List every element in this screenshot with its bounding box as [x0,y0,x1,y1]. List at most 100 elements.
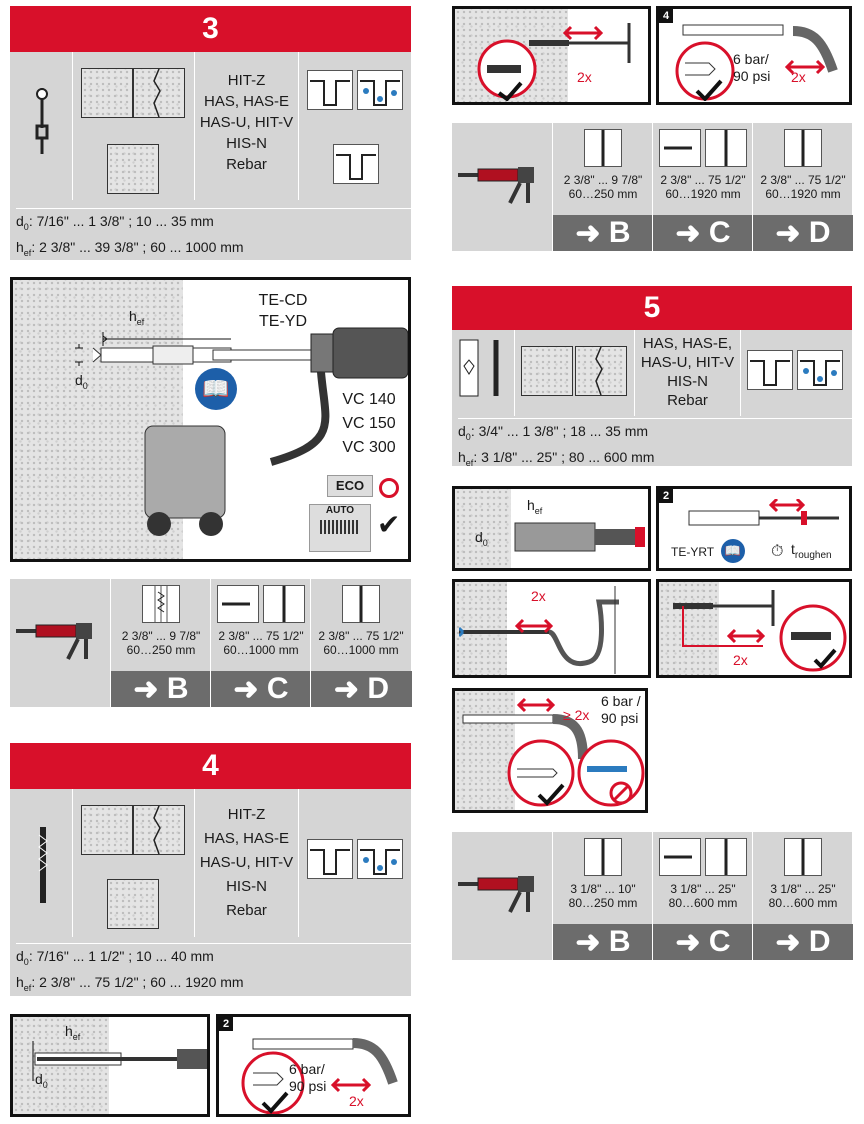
anchor-item: HAS-U, HIT-V [199,114,294,131]
times-label: 2x [733,652,748,668]
range-inch: 3 1/8" ... 25" [770,882,836,896]
go-to-b-button[interactable]: ➜ B [111,671,211,707]
hole-condition-icons [740,330,852,416]
manual-icon: 📖 [721,539,745,563]
dry-hole-icon [333,144,379,184]
core-bit-icon [456,336,512,402]
concrete-block [455,691,515,810]
range-mm: 60…1000 mm [223,643,299,657]
anchor-item: HAS-U, HIT-V [199,854,294,871]
core-concrete-icon [107,144,159,194]
water-hole-icon [357,839,403,879]
range-mm: 60…250 mm [568,187,638,201]
go-to-c-button[interactable]: ➜ C [211,671,311,707]
dispenser-icon [16,621,108,661]
range-inch: 3 1/8" ... 25" [670,882,736,896]
anchor-rod-icon [784,129,822,167]
anchor-item: Rebar [226,156,267,173]
anchor-item: Rebar [667,392,708,409]
hole-condition-icons [298,789,411,937]
d0-label: d0 [75,372,88,391]
disp-col-d: 2 3/8" ... 75 1/2"60…1000 mm ➜ D [310,579,412,707]
go-to-d-button[interactable]: ➜ D [753,215,853,251]
d0-spec: d0: 7/16" ... 1 1/2" ; 10 ... 40 mm [16,948,214,967]
times-label: 2x [791,69,806,85]
roughen-time-label: troughen [791,541,832,561]
anchor-item: HIS-N [667,373,708,390]
sec5-step-4-frame: 4 2x [656,579,852,678]
range-mm: 60…1920 mm [765,187,841,201]
anchor-rod-icon [584,838,622,876]
water-hole-icon [797,350,843,390]
dry-concrete-icon [81,68,133,118]
concrete-block [659,582,719,675]
top-step-3-frame: 3 2x [452,6,651,105]
d0-spec: d0: 3/4" ... 1 3/8" ; 18 ... 35 mm [458,423,649,442]
step-number: 2 [219,1017,233,1031]
air-blow-diagram [675,24,838,101]
sec4-step-1-frame: 1 hef d0 [10,1014,210,1117]
anchor-rod-icon [142,585,180,623]
anchor-list: HIT-Z HAS, HAS-E HAS-U, HIT-V HIS-N Reba… [194,789,298,937]
pressure-label: 6 bar/90 psi [733,51,771,84]
anchor-item: HIT-Z [227,806,266,823]
disp-col-b: 3 1/8" ... 10"80…250 mm ➜ B [552,832,653,960]
drill-diagram [75,327,408,536]
anchor-item: Rebar [226,902,267,919]
air-blow-diagram [241,1038,398,1114]
times-label: 2x [531,588,546,604]
dispenser-icon [458,165,550,205]
spec-text: d0: 7/16" ... 1 3/8" ; 10 ... 35 mm hef:… [16,208,411,263]
sec5-step-3-frame: 3 2x [452,579,651,678]
tool-label: TE-YRT [671,545,715,559]
sec5-step-5-frame: 5 ≥ 2x 6 bar /90 psi [452,688,648,813]
brush-diagram [673,590,847,672]
hef-label: hef [65,1023,81,1042]
anchor-item: HAS, HAS-E [203,93,290,110]
cracked-concrete-icon [133,805,185,855]
range-mm: 80…250 mm [568,896,638,910]
concrete-block [455,489,511,568]
dispenser-table-2: 2 3/8" ... 9 7/8"60…250 mm ➜ B 2 3/8" ..… [452,123,853,251]
hole-condition-icons [298,52,411,200]
drill-diagram [32,1041,207,1081]
go-to-b-button[interactable]: ➜ B [553,215,653,251]
dispenser-table-1: 2 3/8" ... 9 7/8"60…250 mm ➜ B 2 3/8" ..… [10,579,412,707]
core-concrete-icon [107,879,159,929]
tool-name: TE-CD [258,292,308,309]
range-mm: 60…1920 mm [665,187,741,201]
step-number: 2 [659,489,673,503]
go-to-c-button[interactable]: ➜ C [653,215,753,251]
go-to-b-button[interactable]: ➜ B [553,924,653,960]
material-images [72,789,194,937]
prohibited-icon [379,478,399,498]
range-inch: 2 3/8" ... 75 1/2" [218,629,304,643]
disp-col-c: 2 3/8" ... 75 1/2"60…1920 mm ➜ C [652,123,753,251]
eco-badge: ECO [327,475,373,497]
section-5-panel: HAS, HAS-E, HAS-U, HIT-V HIS-N Rebar d0:… [452,330,852,468]
go-to-d-button[interactable]: ➜ D [311,671,412,707]
range-mm: 60…1000 mm [323,643,399,657]
disp-col-c: 2 3/8" ... 75 1/2"60…1000 mm ➜ C [210,579,311,707]
core-drill-diagram [514,522,645,552]
dispenser-icon [458,874,550,914]
hef-spec: hef: 2 3/8" ... 39 3/8" ; 60 ... 1000 mm [16,238,244,258]
sec4-step-2-frame: 2 6 bar/90 psi 2x [216,1014,411,1117]
drill-bit-icon [32,86,52,156]
sec5-step-1-frame: 1 hef d0 [452,486,651,571]
dry-hole-icon [307,70,353,110]
pressure-label: 6 bar/90 psi [289,1061,327,1094]
anchor-list: HAS, HAS-E, HAS-U, HIT-V HIS-N Rebar [634,330,740,416]
auto-badge: AUTO [309,504,371,552]
anchor-rod-icon [659,838,701,876]
air-blow-diagram [462,697,645,807]
range-mm: 80…600 mm [668,896,738,910]
anchor-rod-icon [217,585,259,623]
anchor-item: HIS-N [226,135,267,152]
go-to-d-button[interactable]: ➜ D [753,924,853,960]
go-to-c-button[interactable]: ➜ C [653,924,753,960]
concrete-block [455,582,507,675]
anchor-rod-icon [705,838,747,876]
stopwatch-icon: ⏱ [771,543,784,560]
anchor-item: HAS, HAS-E, [642,335,733,352]
